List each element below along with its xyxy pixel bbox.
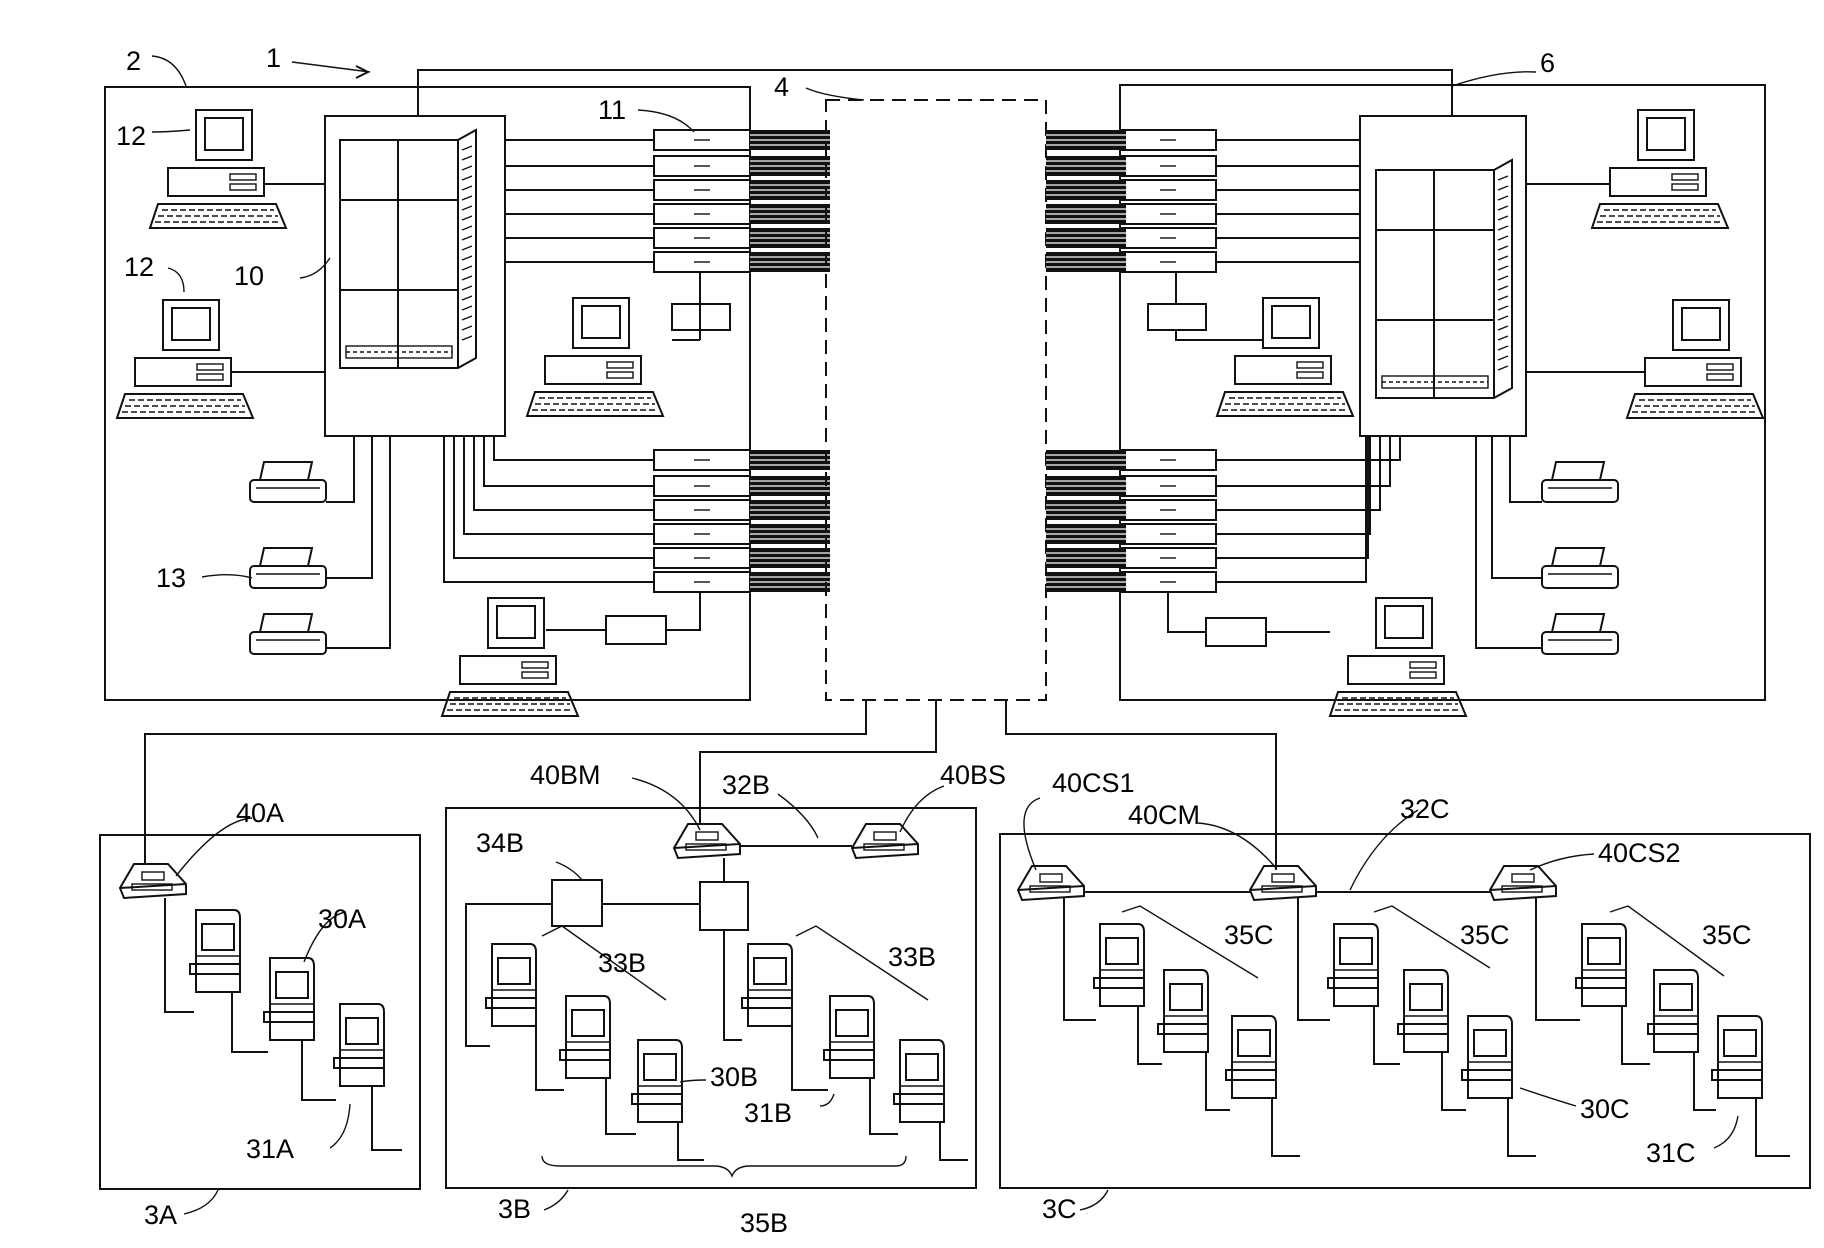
label-31C: 31C bbox=[1646, 1138, 1696, 1168]
label-3C: 3C bbox=[1042, 1194, 1077, 1224]
label-30C: 30C bbox=[1580, 1094, 1630, 1124]
label-31A: 31A bbox=[246, 1134, 294, 1164]
label-3B: 3B bbox=[498, 1194, 531, 1224]
label-40A: 40A bbox=[236, 798, 284, 828]
label-40CS2: 40CS2 bbox=[1598, 838, 1681, 868]
label-33B-2: 33B bbox=[888, 942, 936, 972]
label-12a: 12 bbox=[116, 121, 146, 151]
label-13: 13 bbox=[156, 563, 186, 593]
label-34B: 34B bbox=[476, 828, 524, 858]
network-4 bbox=[826, 100, 1046, 700]
label-6: 6 bbox=[1540, 48, 1555, 78]
central-site-6 bbox=[1046, 85, 1765, 716]
label-35C-2: 35C bbox=[1460, 920, 1510, 950]
gaming-site-3B bbox=[446, 808, 976, 1188]
label-12b: 12 bbox=[124, 252, 154, 282]
label-31B: 31B bbox=[744, 1098, 792, 1128]
label-40CS1: 40CS1 bbox=[1052, 768, 1135, 798]
label-32C: 32C bbox=[1400, 794, 1450, 824]
label-10: 10 bbox=[234, 261, 264, 291]
label-32B: 32B bbox=[722, 770, 770, 800]
label-30B: 30B bbox=[710, 1062, 758, 1092]
label-3A: 3A bbox=[144, 1200, 177, 1230]
label-40BS: 40BS bbox=[940, 760, 1006, 790]
label-40BM: 40BM bbox=[530, 760, 601, 790]
central-site-2 bbox=[105, 87, 830, 716]
gaming-site-3C bbox=[1000, 834, 1810, 1188]
label-40CM: 40CM bbox=[1128, 800, 1200, 830]
label-35C-3: 35C bbox=[1702, 920, 1752, 950]
label-2: 2 bbox=[126, 46, 141, 76]
label-11: 11 bbox=[598, 95, 626, 125]
label-30A: 30A bbox=[318, 904, 366, 934]
label-33B-1: 33B bbox=[598, 948, 646, 978]
label-1: 1 bbox=[266, 43, 281, 73]
label-4: 4 bbox=[774, 72, 789, 102]
label-35B: 35B bbox=[740, 1208, 788, 1238]
label-35C-1: 35C bbox=[1224, 920, 1274, 950]
